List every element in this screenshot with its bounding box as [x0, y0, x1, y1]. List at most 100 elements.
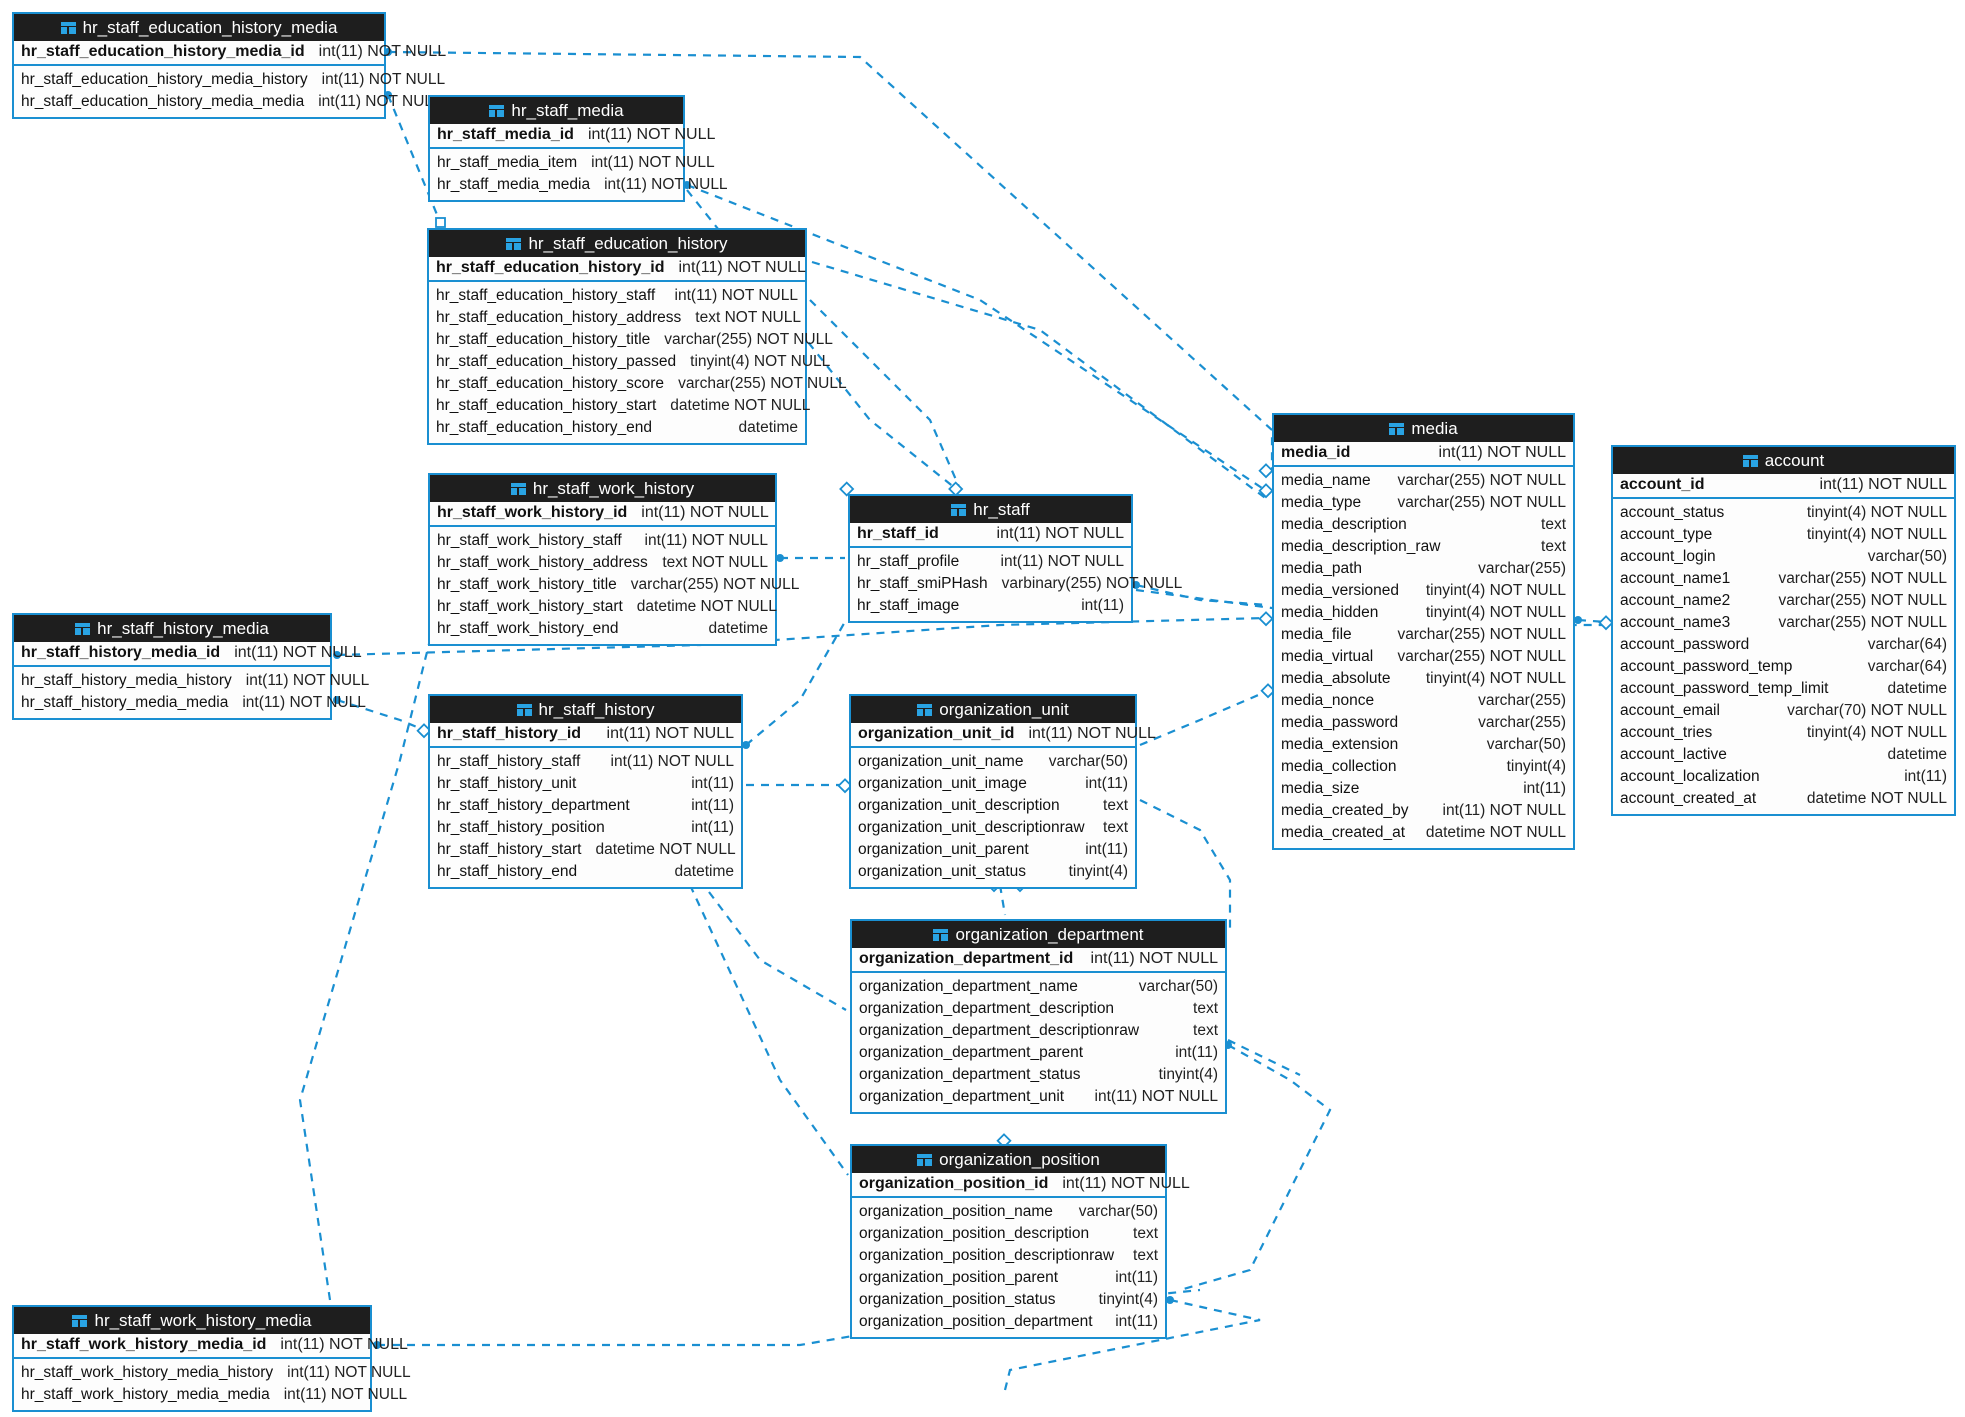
column-row[interactable]: hr_staff_education_history_media_history…	[14, 69, 445, 91]
